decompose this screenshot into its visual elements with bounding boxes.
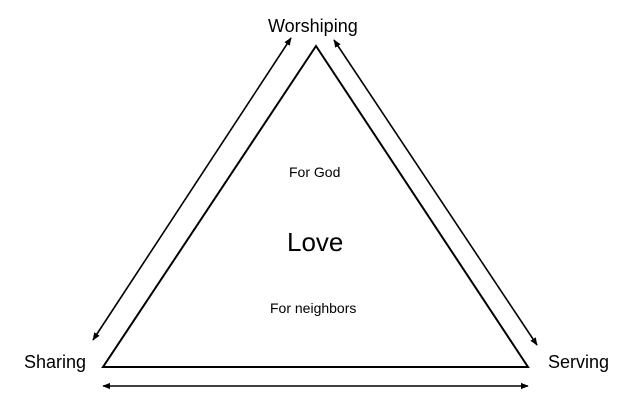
center-bottom-text: For neighbors	[270, 300, 357, 316]
center-main-text: Love	[287, 227, 344, 257]
vertex-label-right: Serving	[548, 352, 610, 372]
triangle-outline	[101, 44, 530, 368]
center-top-text: For God	[289, 164, 341, 180]
vertex-label-top: Worshiping	[268, 16, 358, 36]
vertex-label-left: Sharing	[24, 352, 87, 372]
right-side-arrow	[333, 39, 538, 346]
left-side-arrow	[92, 37, 292, 341]
